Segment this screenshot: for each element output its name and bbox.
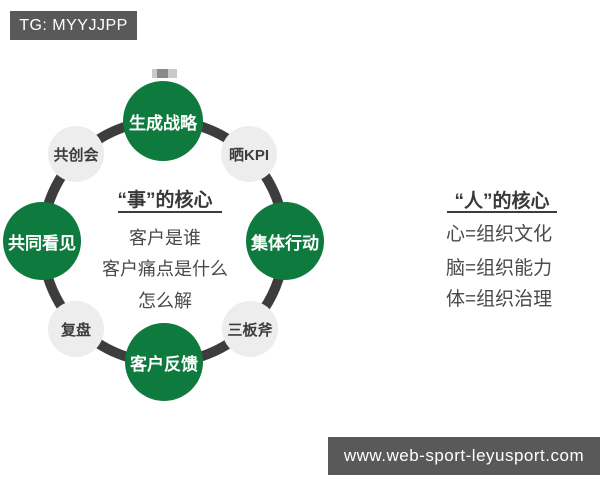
- center-panel-title: “事”的核心: [117, 190, 213, 211]
- website-url-bar: www.web-sport-leyusport.com: [328, 437, 600, 475]
- right-panel-line: 脑=组织能力: [446, 258, 553, 279]
- telegram-badge-text: TG: MYYJJPP: [19, 17, 128, 34]
- node-customer-feedback: 客户反馈: [125, 323, 203, 401]
- node-gongchuanghui: 共创会: [48, 126, 104, 182]
- node-label: 共同看见: [8, 233, 76, 253]
- node-label: 晒KPI: [228, 146, 269, 164]
- watermark-artifact-dark: [157, 69, 168, 78]
- right-panel-line: 体=组织治理: [446, 289, 553, 310]
- node-label: 三板斧: [227, 321, 273, 339]
- watermark-artifact: [152, 69, 177, 78]
- telegram-badge: TG: MYYJJPP: [10, 11, 137, 40]
- node-label: 复盘: [60, 321, 91, 339]
- node-label: 客户反馈: [130, 354, 198, 374]
- center-panel-underline: [118, 211, 222, 213]
- node-collective-action: 集体行动: [246, 202, 324, 280]
- node-shared-vision: 共同看见: [3, 202, 81, 280]
- right-panel-underline: [447, 211, 557, 213]
- website-url-text: www.web-sport-leyusport.com: [343, 446, 585, 465]
- center-panel-line: 怎么解: [138, 291, 192, 311]
- node-shai-kpi: 晒KPI: [221, 126, 277, 182]
- right-panel-title: “人”的核心: [454, 191, 550, 212]
- node-fupan: 复盘: [48, 301, 104, 357]
- node-label: 生成战略: [129, 113, 197, 133]
- right-panel-line: 心=组织文化: [446, 224, 553, 245]
- center-panel-line: 客户是谁: [129, 228, 201, 248]
- node-generate-strategy: 生成战略: [123, 81, 203, 161]
- node-label: 集体行动: [251, 233, 319, 253]
- center-panel-line: 客户痛点是什么: [102, 259, 228, 279]
- node-sanbanfu: 三板斧: [222, 301, 278, 357]
- node-label: 共创会: [53, 146, 99, 164]
